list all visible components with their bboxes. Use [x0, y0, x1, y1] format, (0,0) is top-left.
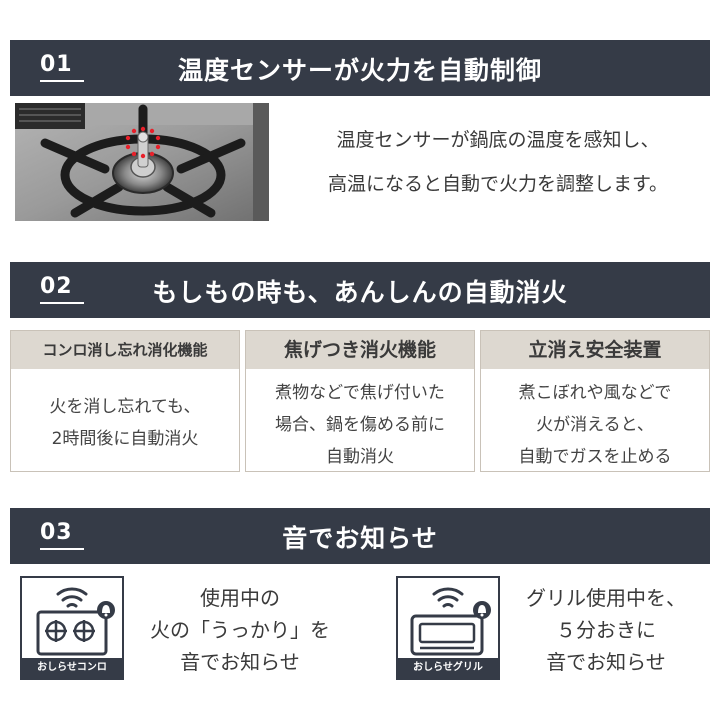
sensor-dots [125, 126, 161, 159]
bell-icon [97, 601, 115, 619]
desc-line: 使用中の [200, 586, 280, 610]
feature-card-konro-off: コンロ消し忘れ消化機能 火を消し忘れても、 2時間後に自動消火 [10, 330, 240, 472]
feature-line: 火が消えると、 [536, 415, 654, 435]
section-1-description: 温度センサーが鍋底の温度を感知し、 高温になると自動で火力を調整します。 [288, 118, 708, 206]
desc-line: グリル使用中を、 [526, 586, 686, 610]
feature-title: コンロ消し忘れ消化機能 [11, 331, 239, 369]
section-title: 温度センサーが火力を自動制御 [177, 56, 542, 85]
stove-sound-icon: おしらせコンロ [20, 576, 124, 680]
section-2-banner: 02 もしもの時も、あんしんの自動消火 [10, 262, 710, 318]
bell-icon [473, 601, 491, 619]
number-underline [40, 302, 84, 304]
section-title: もしもの時も、あんしんの自動消火 [152, 278, 568, 307]
stove-icon-svg [36, 587, 115, 656]
desc-line: 音でお知らせ [180, 650, 300, 674]
grill-icon-svg [410, 587, 491, 656]
feature-line: 自動でガスを止める [518, 447, 672, 467]
feature-body: 煮こぼれや風などで 火が消えると、 自動でガスを止める [481, 369, 709, 473]
feature-body: 煮物などで焦げ付いた 場合、鍋を傷める前に 自動消火 [246, 369, 474, 473]
konro-sound-description: 使用中の 火の「うっかり」を 音でお知らせ [140, 582, 340, 678]
section-number: 01 [40, 52, 73, 77]
desc-line: 高温になると自動で火力を調整します。 [327, 173, 669, 195]
number-underline [40, 80, 84, 82]
feature-line: 自動消火 [326, 447, 394, 467]
feature-line: 煮物などで焦げ付いた [275, 383, 445, 403]
feature-title: 立消え安全装置 [481, 331, 709, 369]
feature-card-scorch-off: 焦げつき消火機能 煮物などで焦げ付いた 場合、鍋を傷める前に 自動消火 [245, 330, 475, 472]
feature-card-flame-failure: 立消え安全装置 煮こぼれや風などで 火が消えると、 自動でガスを止める [480, 330, 710, 472]
desc-line: 音でお知らせ [546, 650, 666, 674]
grill-sound-description: グリル使用中を、 ５分おきに 音でお知らせ [506, 582, 706, 678]
desc-line: 火の「うっかり」を [150, 618, 330, 642]
grill-sound-icon: おしらせグリル [396, 576, 500, 680]
feature-line: 場合、鍋を傷める前に [275, 415, 445, 435]
section-number: 02 [40, 274, 73, 299]
burner-photo-svg [15, 103, 269, 221]
feature-title: 焦げつき消火機能 [246, 331, 474, 369]
feature-line: 2時間後に自動消火 [51, 429, 199, 449]
section-1-banner: 01 温度センサーが火力を自動制御 [10, 40, 710, 96]
section-number: 03 [40, 520, 73, 545]
number-underline [40, 548, 84, 550]
gas-stove-burner-photo [15, 103, 269, 221]
desc-line: 温度センサーが鍋底の温度を感知し、 [336, 129, 660, 151]
section-3-banner: 03 音でお知らせ [10, 508, 710, 564]
section-title: 音でお知らせ [282, 524, 438, 553]
icon-caption: おしらせグリル [398, 658, 498, 678]
feature-line: 火を消し忘れても、 [49, 397, 201, 417]
desc-line: ５分おきに [556, 618, 656, 642]
icon-caption: おしらせコンロ [22, 658, 122, 678]
feature-line: 煮こぼれや風などで [518, 383, 672, 403]
feature-body: 火を消し忘れても、 2時間後に自動消火 [11, 369, 239, 455]
